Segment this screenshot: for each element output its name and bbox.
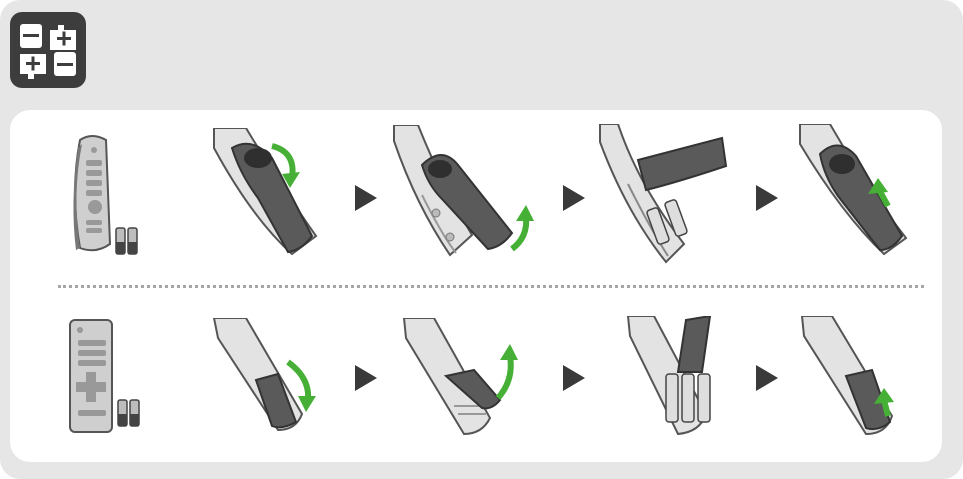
step-arrow <box>756 365 778 391</box>
row-divider <box>58 285 924 288</box>
step-insert-batteries-standard <box>626 316 726 440</box>
step-cover-removed-magic <box>392 125 542 263</box>
step-arrow <box>563 365 585 391</box>
step-arrow <box>756 185 778 211</box>
step-open-cover-magic <box>212 128 322 260</box>
step-lift-cover-standard <box>402 318 532 440</box>
step-arrow <box>355 365 377 391</box>
magic-remote-with-batteries <box>66 132 146 262</box>
step-arrow <box>355 185 377 211</box>
step-close-cover-magic <box>798 124 910 258</box>
step-arrow <box>563 185 585 211</box>
step-close-cover-standard <box>800 316 906 438</box>
step-insert-batteries-magic <box>598 124 730 264</box>
standard-remote-with-batteries <box>66 318 146 436</box>
step-slide-cover-standard <box>212 318 322 436</box>
battery-polarity-icon <box>10 12 86 88</box>
